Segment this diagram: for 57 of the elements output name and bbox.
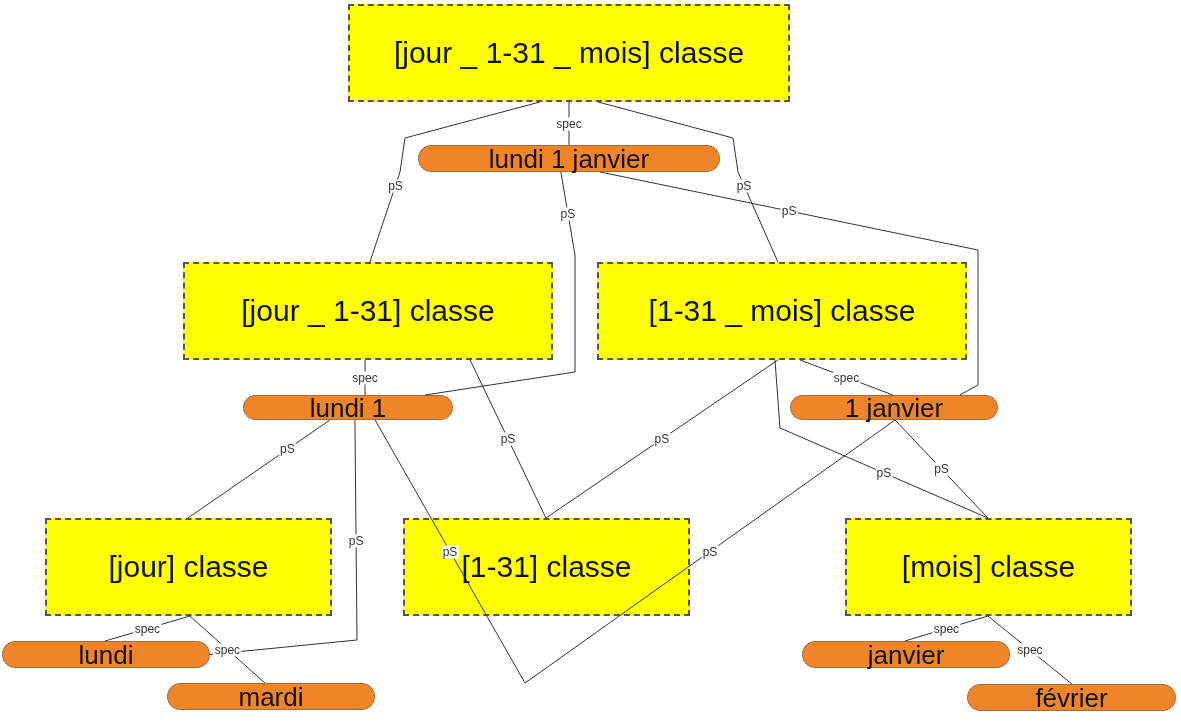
instance-pill [967,684,1176,711]
edge-label: pS [701,545,719,558]
node-label: [mois] classe [901,550,1076,584]
node-label: [jour _ 1-31 _ mois] classe [393,36,745,70]
connector-line [774,359,989,519]
node-label: [1-31 _ mois] classe [648,294,916,328]
connector-line [374,419,526,684]
instance-pill [802,641,1010,668]
class-box [845,518,1132,616]
node-label: lundi [78,641,134,668]
instance-pill [243,395,453,420]
edge-label: spec [832,371,861,384]
node-label: 1 janvier [844,394,944,421]
connector-line [369,101,541,263]
edge-label: pS [780,204,798,218]
edge-label: spec [555,117,583,130]
instance-pill [418,145,720,172]
connector-line [524,419,896,684]
instance-pill [2,641,210,668]
edge-label: pS [559,207,577,220]
edge-label: pS [735,179,753,192]
connector-line [599,171,979,396]
connector-line [209,419,358,655]
edge-label: pS [387,179,404,192]
node-label: janvier [867,641,945,668]
edge-label: pS [347,534,365,548]
edge-label: spec [1016,643,1044,657]
class-box [403,518,690,616]
connector-line [597,101,779,263]
node-label: février [1035,684,1108,711]
edge-label: pS [499,432,517,446]
edge-label: spec [213,643,242,656]
class-box [45,518,332,616]
class-box [183,262,553,360]
edge-label: pS [933,462,950,476]
edge-label: spec [133,622,162,635]
node-label: [1-31] classe [461,550,632,584]
connector-line [469,359,547,519]
node-label: lundi 1 [309,394,387,421]
edge-label: spec [932,622,961,635]
class-box [597,262,967,360]
node-label: [jour _ 1-31] classe [241,294,495,328]
node-label: lundi 1 janvier [488,145,650,172]
class-box [348,4,790,102]
connector-line [545,359,779,519]
instance-pill [167,683,375,710]
edge-label: spec [351,371,379,384]
node-label: [jour] classe [108,550,269,584]
edge-label: pS [875,466,893,480]
connector-line [424,171,576,396]
connector-line [187,419,331,519]
instance-pill [790,395,998,420]
connector-line [894,419,989,519]
edge-label: pS [653,432,671,446]
edge-label: pS [279,442,296,456]
edge-label: pS [441,545,459,558]
node-label: mardi [238,683,304,710]
